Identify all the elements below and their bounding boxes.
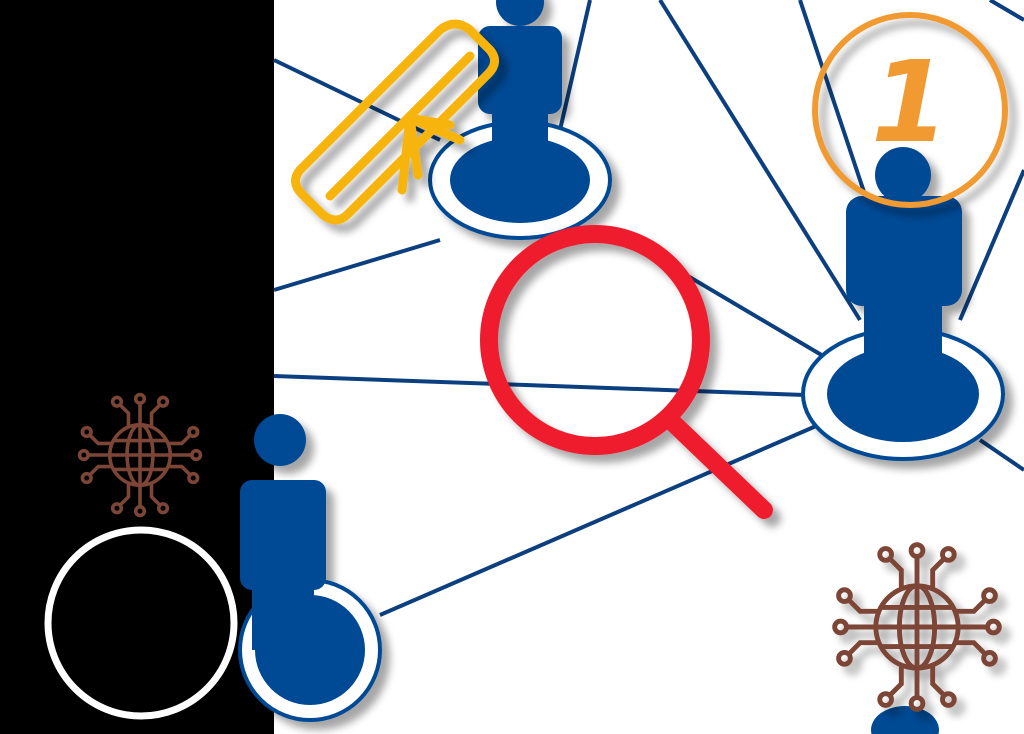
person-node-icon [871, 706, 939, 734]
number-badge-icon [812, 12, 1008, 208]
network-globe-icon [835, 545, 1000, 710]
badge-number: 1 [871, 38, 949, 168]
person-node-icon [238, 414, 382, 722]
magnifier-icon [480, 225, 773, 519]
placeholder-ring [44, 526, 238, 720]
person-node-icon [801, 147, 1005, 461]
network-globe-icon [77, 392, 203, 518]
diploma-icon [291, 19, 499, 225]
person-node-icon [428, 0, 612, 240]
